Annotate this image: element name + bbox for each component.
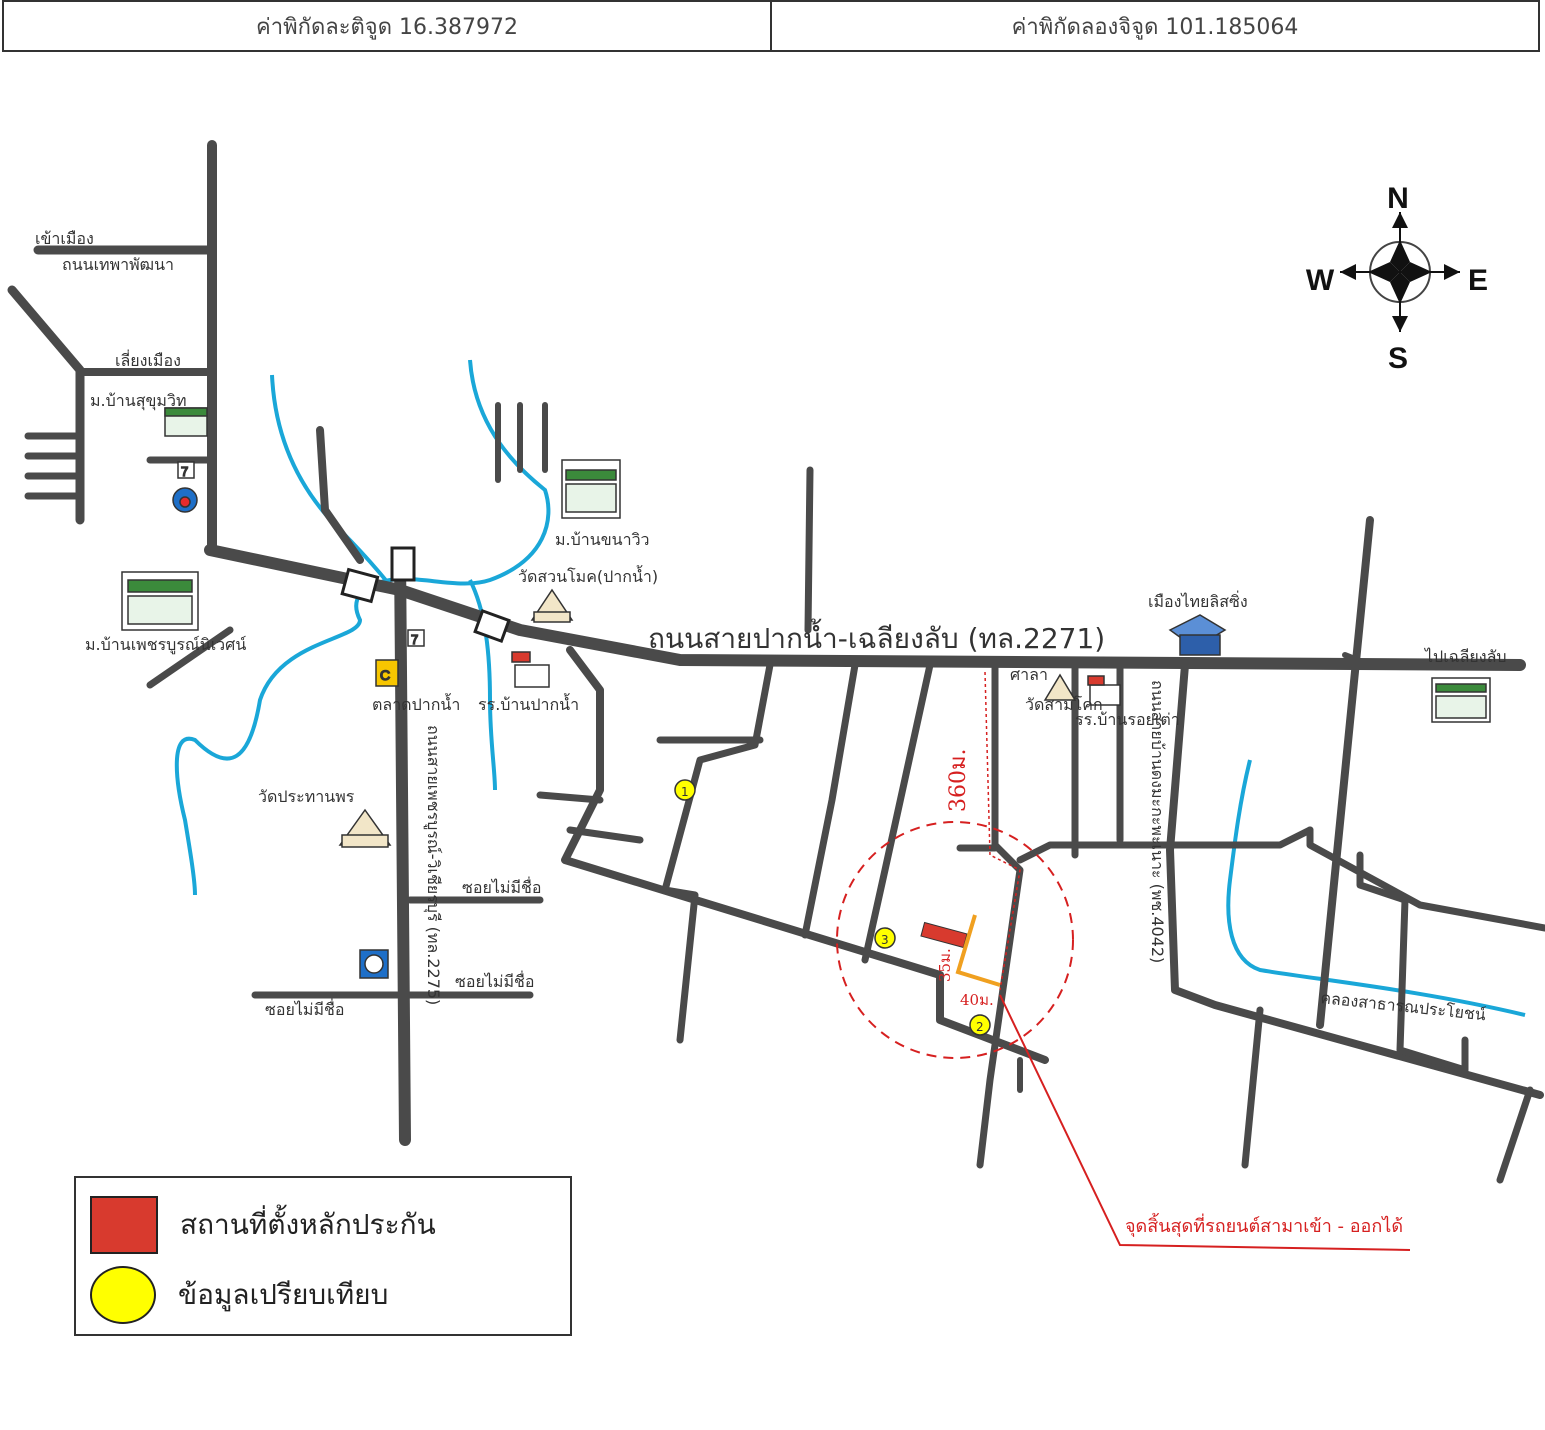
bank-icon [359,949,389,979]
compass-east-label: E [1468,264,1488,297]
road-4042 [1166,661,1544,1099]
to-chaliang-label: ไปเฉลียงลับ [1423,647,1507,666]
market-icon: C [375,659,399,687]
legend-comparison-swatch [90,1266,156,1324]
end-point-leader [999,994,1411,1251]
compass-north-label: N [1387,182,1409,215]
highway-2275 [394,549,411,1146]
enter-city-label: เข้าเมือง [35,229,94,248]
road-bypass-diag [7,285,85,525]
school-sala-label: รร.บ้านรอยเต่า [1075,710,1180,729]
distance-40-label: 40ม. [960,991,994,1009]
compass-west-label: W [1306,264,1335,297]
legend-collateral-label: สถานที่ตั้งหลักประกัน [180,1208,436,1241]
comparison-marker-2 [969,1014,991,1036]
soi-pakna-3 [976,661,1024,1169]
longitude-value: ค่าพิกัดลองจิจูด 101.185064 [770,2,1538,50]
leasing-label: เมืองไทยลิสซิ่ง [1148,590,1248,611]
house-icon-sukhumvit [164,407,208,437]
roads [7,140,1545,1184]
comparison-marker-3-label: 3 [881,933,889,947]
phetchabun-niwet-label: ม.บ้านเพชรบูรณ์นิเวศน์ [85,635,246,655]
comparison-marker-3 [874,927,896,949]
school-icon-pak-nam [511,651,550,688]
road-4042-label: ถนนสายบ้านดงมะกะพะเนาะ (พช.4042) [1148,680,1167,963]
house-icon-factory [1431,677,1491,723]
soi-no-name-3-label: ซอยไม่มีชื่อ [265,998,344,1019]
school-pak-nam-label: รร.บ้านปากน้ำ [478,693,579,714]
svg-text:C: C [380,667,390,683]
svg-text:7: 7 [411,632,418,647]
radius-circle [836,821,1074,1059]
temple-icon-suan-mok [530,588,574,623]
interchange-markers [340,546,511,644]
wat-sam-khok-label: วัดสามโคก [1025,695,1103,714]
main-road [204,544,1526,671]
svg-text:7: 7 [181,464,188,479]
comparison-marker-1-label: 1 [681,785,689,799]
map-labels: ถนนสายปากน้ำ-เฉลียงลับ (ทล.2271) ไปเฉลีย… [35,229,1507,1237]
sukhumvit-label: ม.บ้านสุขุมวิท [90,391,187,411]
lower-road [561,646,1049,1064]
sala-label: ศาลา [1010,665,1048,684]
comparison-markers [674,779,991,1036]
legend-row-comparison: ข้อมูลเปรียบเทียบ [90,1266,388,1324]
temple-icon-prathan-phon [338,808,392,848]
distance-360-label: 360ม. [946,749,971,813]
compass-south-label: S [1388,342,1408,375]
annotations [836,671,1411,1251]
soi-no-name-1-label: ซอยไม่มีชื่อ [462,876,541,897]
distance-35-label: 35ม. [936,948,954,982]
khanawiw-label: ม.บ้านขนาวิว [555,530,650,549]
house-icon-phetchabun [121,571,199,631]
building-icons: C 7 7 [121,407,1491,979]
latitude-value: ค่าพิกัดละติจูด 16.387972 [256,14,518,40]
legend-row-collateral: สถานที่ตั้งหลักประกัน [90,1196,436,1254]
river-main [174,359,551,896]
temple-icon-sam-khok [1043,673,1077,701]
leasing-icon [1168,614,1227,656]
highway-2275-label: ถนนสายเพชรบูรณ์-วิเชียรบุรี (ทล.2275) [423,725,443,1005]
seven-eleven-icon-1: 7 [177,461,195,480]
soi-no-name-2-label: ซอยไม่มีชื่อ [455,970,534,991]
bypass-label: เลี่ยงเมือง [115,349,181,370]
collateral-site [920,921,968,949]
canal-line [1226,759,1526,1017]
school-icon-sala [1087,675,1121,706]
wat-prathan-phon-label: วัดประทานพร [258,787,355,806]
wat-suan-mok-label: วัดสวนโมค(ปากน้ำ) [518,565,658,586]
comparison-marker-2-label: 2 [976,1020,984,1034]
thep-road-label: ถนนเทพาพัฒนา [62,255,174,274]
coordinate-bar: ค่าพิกัดละติจูด 16.387972 ค่าพิกัดลองจิจ… [2,0,1540,52]
map-legend: สถานที่ตั้งหลักประกัน ข้อมูลเปรียบเทียบ [74,1176,572,1336]
comparison-marker-1 [674,779,696,801]
legend-comparison-label: ข้อมูลเปรียบเทียบ [178,1278,389,1311]
river-branch [468,579,497,791]
fuel-icon [172,487,198,513]
end-point-label: จุดสิ้นสุดที่รถยนต์สามาเข้า - ออกได้ [1125,1213,1403,1237]
market-label: ตลาดปากน้ำ [372,693,460,714]
house-icon-khanawiw [561,459,621,519]
access-path [955,914,1001,987]
main-road-label: ถนนสายปากน้ำ-เฉลียงลับ (ทล.2271) [648,618,1105,655]
compass-rose: N S W E [1306,182,1488,375]
seven-eleven-icon-2: 7 [407,629,425,648]
legend-collateral-swatch [90,1196,158,1254]
